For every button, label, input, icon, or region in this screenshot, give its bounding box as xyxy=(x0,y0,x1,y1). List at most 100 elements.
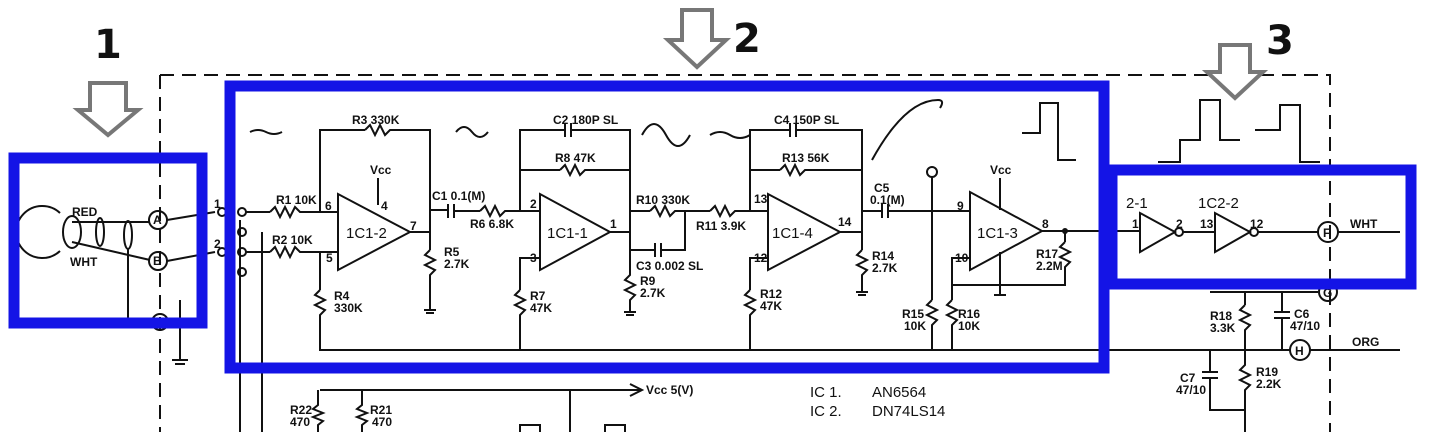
inverter-section: 2-1 1C2-2 1 2 13 12 F WHT G H ORG R18 3.… xyxy=(1100,99,1400,432)
svg-text:R17: R17 xyxy=(1036,247,1058,261)
svg-text:47K: 47K xyxy=(530,301,552,315)
terminal-b-label: B xyxy=(153,254,162,268)
svg-text:1: 1 xyxy=(1132,217,1139,231)
svg-text:C4 150P SL: C4 150P SL xyxy=(774,113,839,127)
svg-text:WHT: WHT xyxy=(1350,217,1378,231)
svg-text:10K: 10K xyxy=(904,319,926,333)
svg-text:47/10: 47/10 xyxy=(1176,383,1206,397)
highlight-box-3 xyxy=(1106,164,1417,290)
svg-text:2: 2 xyxy=(214,237,221,251)
callout-arrow-2 xyxy=(662,8,732,70)
svg-text:G: G xyxy=(1323,286,1332,300)
board-outline xyxy=(160,74,1331,432)
resistor-r9 xyxy=(622,250,638,312)
svg-text:9: 9 xyxy=(957,199,964,213)
svg-text:2-1: 2-1 xyxy=(1126,195,1148,212)
capacitor-c5 xyxy=(881,204,970,218)
resistor-r7 xyxy=(512,289,528,350)
svg-text:R7: R7 xyxy=(530,289,546,303)
svg-text:R4: R4 xyxy=(334,289,350,303)
resistor-r3 xyxy=(364,122,431,210)
svg-text:Vcc: Vcc xyxy=(990,163,1012,177)
svg-text:R22: R22 xyxy=(290,403,312,417)
ic2-part-number: DN74LS14 xyxy=(872,403,945,420)
ic2-part-name: IC 2. xyxy=(810,403,842,420)
svg-text:F: F xyxy=(1323,226,1330,240)
resistor-r2 xyxy=(269,244,338,260)
callout-number-1: 1 xyxy=(94,22,122,68)
wire-wht-label: WHT xyxy=(70,255,98,269)
svg-text:R1 10K: R1 10K xyxy=(276,193,317,207)
svg-text:R21: R21 xyxy=(370,403,392,417)
svg-text:47K: 47K xyxy=(760,299,782,313)
svg-text:12: 12 xyxy=(1250,217,1264,231)
inverter-ic2-2 xyxy=(1214,211,1253,254)
resistor-r13 xyxy=(779,162,862,178)
callout-arrow-1 xyxy=(72,81,144,138)
resistor-r18 xyxy=(1237,304,1253,350)
svg-text:13: 13 xyxy=(754,192,768,206)
svg-text:R19: R19 xyxy=(1256,365,1278,379)
svg-text:R16: R16 xyxy=(958,307,980,321)
opamp-ic1-4 xyxy=(767,192,843,272)
svg-text:2: 2 xyxy=(1176,217,1183,231)
svg-text:Vcc: Vcc xyxy=(370,163,392,177)
svg-text:R3 330K: R3 330K xyxy=(352,113,400,127)
svg-text:R18: R18 xyxy=(1210,309,1232,323)
svg-text:C7: C7 xyxy=(1180,371,1196,385)
svg-text:R2 10K: R2 10K xyxy=(272,233,313,247)
svg-text:1C1-3: 1C1-3 xyxy=(977,225,1018,242)
svg-text:R11 3.9K: R11 3.9K xyxy=(696,219,746,233)
svg-text:3.3K: 3.3K xyxy=(1210,321,1236,335)
callout-number-2: 2 xyxy=(733,16,761,62)
resistor-r8 xyxy=(559,162,630,178)
svg-text:0.1(M): 0.1(M) xyxy=(870,193,905,207)
supply-section: Vcc 5(V) R22 470 R21 470 IC 1. AN6564 IC… xyxy=(290,383,945,432)
svg-text:R14: R14 xyxy=(872,249,894,263)
resistor-r15 xyxy=(924,299,940,350)
callout-number-3: 3 xyxy=(1266,18,1294,64)
capacitor-c7 xyxy=(1202,350,1245,411)
svg-text:H: H xyxy=(1295,344,1304,358)
svg-text:Vcc 5(V): Vcc 5(V) xyxy=(646,383,693,397)
resistor-r14 xyxy=(854,249,870,292)
resistor-r17 xyxy=(1057,241,1073,272)
svg-text:10K: 10K xyxy=(958,319,980,333)
capacitor-c6 xyxy=(1274,292,1290,350)
wire-red-label: RED xyxy=(72,205,98,219)
resistor-r1 xyxy=(269,204,338,220)
svg-text:1C1-2: 1C1-2 xyxy=(346,225,387,242)
svg-text:C3 0.002 SL: C3 0.002 SL xyxy=(636,259,703,273)
ic1-part-name: IC 1. xyxy=(810,384,842,401)
svg-text:1C1-4: 1C1-4 xyxy=(772,225,813,242)
svg-text:R12: R12 xyxy=(760,287,782,301)
terminal-a-label: A xyxy=(153,213,162,227)
svg-text:C6: C6 xyxy=(1294,307,1310,321)
svg-text:R6 6.8K: R6 6.8K xyxy=(470,217,514,231)
svg-text:2.2M: 2.2M xyxy=(1036,259,1063,273)
svg-text:1C1-1: 1C1-1 xyxy=(547,225,588,242)
inverter-ic2-1 xyxy=(1139,211,1178,254)
svg-text:R8 47K: R8 47K xyxy=(555,151,596,165)
svg-text:7: 7 xyxy=(410,219,417,233)
svg-text:470: 470 xyxy=(372,415,392,429)
highlight-box-2 xyxy=(224,80,1110,374)
callout-arrow-3 xyxy=(1201,43,1269,101)
svg-text:1C2-2: 1C2-2 xyxy=(1198,195,1239,212)
svg-text:2.7K: 2.7K xyxy=(444,257,470,271)
highlight-box-1 xyxy=(8,152,208,329)
svg-text:C1 0.1(M): C1 0.1(M) xyxy=(432,189,485,203)
svg-text:R5: R5 xyxy=(444,245,460,259)
capacitor-c1 xyxy=(447,204,480,218)
capacitor-c4 xyxy=(789,123,863,232)
svg-text:5: 5 xyxy=(326,251,333,265)
svg-text:470: 470 xyxy=(290,415,310,429)
svg-text:8: 8 xyxy=(1042,217,1049,231)
svg-text:4: 4 xyxy=(381,199,388,213)
svg-text:2.2K: 2.2K xyxy=(1256,377,1282,391)
resistor-r4 xyxy=(312,289,1100,351)
svg-text:C2 180P SL: C2 180P SL xyxy=(553,113,618,127)
opamp-ic1-3 xyxy=(969,190,1045,272)
svg-text:R13 56K: R13 56K xyxy=(782,151,830,165)
